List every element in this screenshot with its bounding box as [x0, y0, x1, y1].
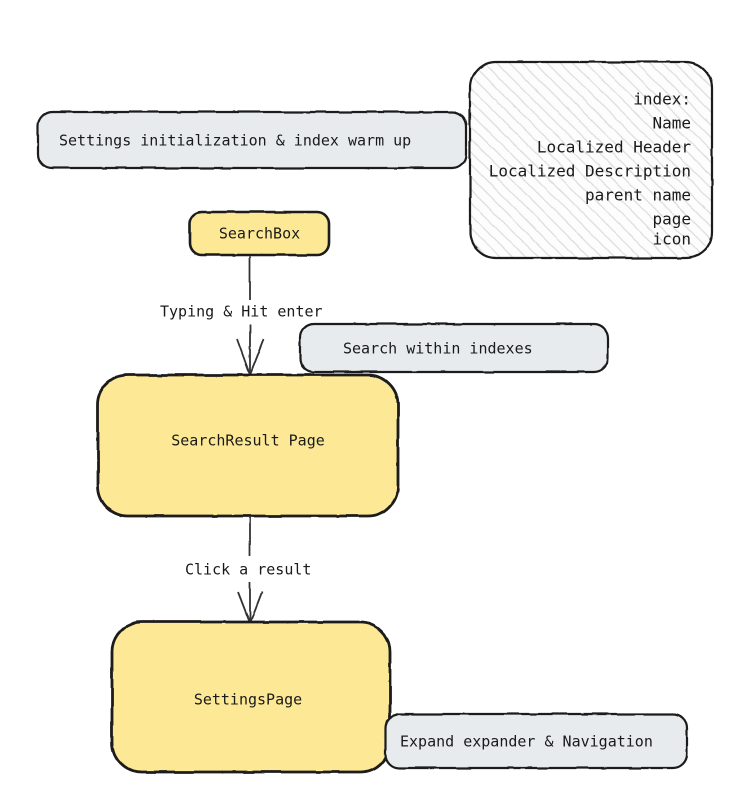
note-search-within-indexes-label: Search within indexes [343, 340, 533, 358]
node-searchbox-shape[interactable] [188, 210, 331, 257]
node-settingspage[interactable]: SettingsPage [110, 620, 392, 774]
note-settings-initialization-label: Settings initialization & index warm up [59, 132, 411, 150]
index-box-shape [468, 60, 714, 260]
edge-arrowhead-lower-right [249, 591, 263, 624]
edge-arrowhead-upper-right [249, 338, 265, 376]
node-searchbox[interactable]: SearchBox [188, 210, 331, 257]
note-settings-initialization: Settings initialization & index warm up [36, 110, 468, 170]
index-line-5: page [652, 210, 691, 229]
index-line-6: icon [652, 230, 691, 249]
index-box: index: Name Localized Header Localized D… [468, 60, 714, 260]
edge-label-click-a-result: Click a result [185, 561, 311, 579]
edge-searchbox-to-searchresult: Typing & Hit enter [160, 256, 323, 376]
node-settingspage-label: SettingsPage [194, 691, 302, 709]
note-expand-navigation-shape [383, 712, 689, 770]
index-line-2: Localized Header [537, 138, 691, 157]
note-search-within-indexes-shape [298, 322, 610, 374]
edge-arrowhead-lower-left [237, 591, 251, 624]
index-line-1: Name [652, 114, 691, 133]
node-searchbox-label: SearchBox [219, 225, 300, 243]
node-settingspage-shape[interactable] [110, 620, 392, 774]
note-expand-navigation: Expand expander & Navigation [383, 712, 689, 770]
index-line-0: index: [633, 90, 691, 109]
note-settings-initialization-shape [36, 110, 468, 170]
index-line-4: parent name [585, 186, 691, 205]
edge-arrowhead-upper-left [236, 338, 251, 376]
edge-label-typing-hit-enter: Typing & Hit enter [160, 303, 323, 321]
note-search-within-indexes: Search within indexes [298, 322, 610, 374]
index-line-3: Localized Description [489, 162, 691, 181]
node-searchresult-page-label: SearchResult Page [171, 432, 325, 450]
node-searchresult-page-shape[interactable] [96, 373, 400, 518]
node-searchresult-page[interactable]: SearchResult Page [96, 373, 400, 518]
edge-searchresult-to-settingspage: Click a result [185, 517, 311, 624]
note-expand-navigation-label: Expand expander & Navigation [400, 733, 653, 751]
